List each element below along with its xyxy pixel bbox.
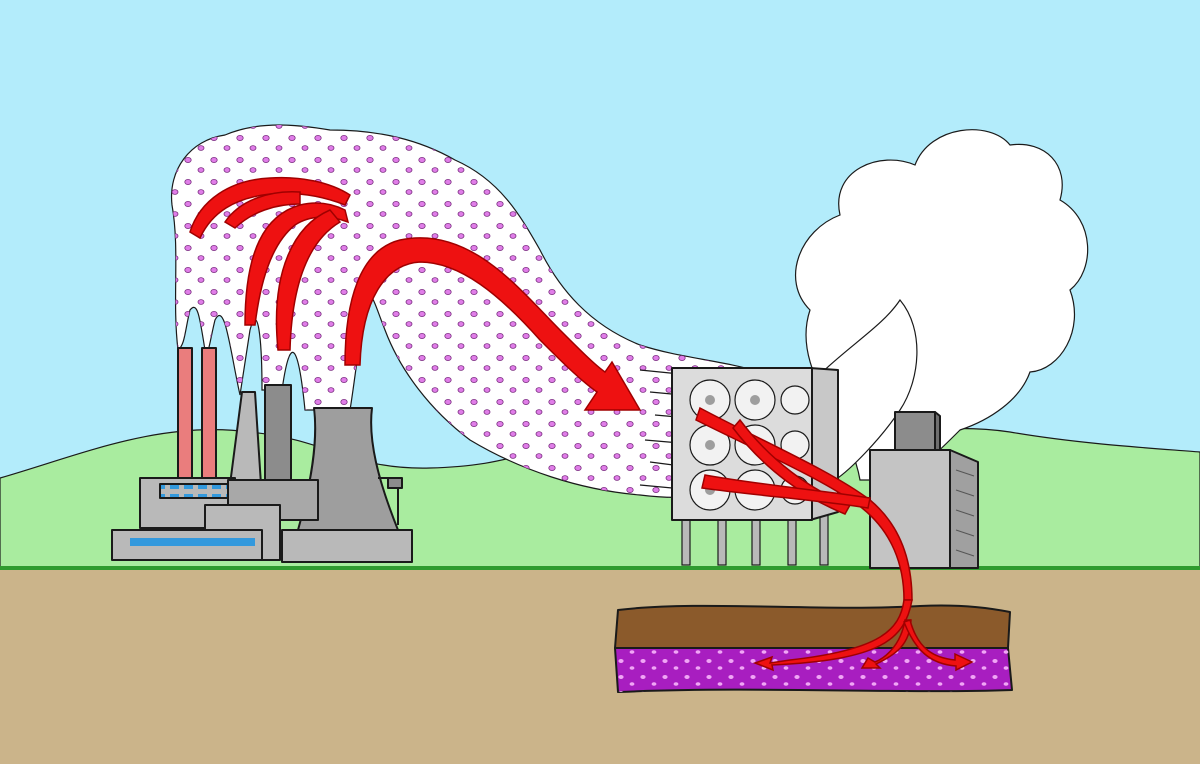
chimney-icon [201,347,217,489]
red-flow-arrow-icon [189,176,974,672]
storage-building-icon [869,411,979,569]
underground-storage-layer-icon [614,604,1013,693]
ground [0,568,1200,764]
power-plant-icon [111,347,413,563]
chimney-icon [177,347,193,489]
